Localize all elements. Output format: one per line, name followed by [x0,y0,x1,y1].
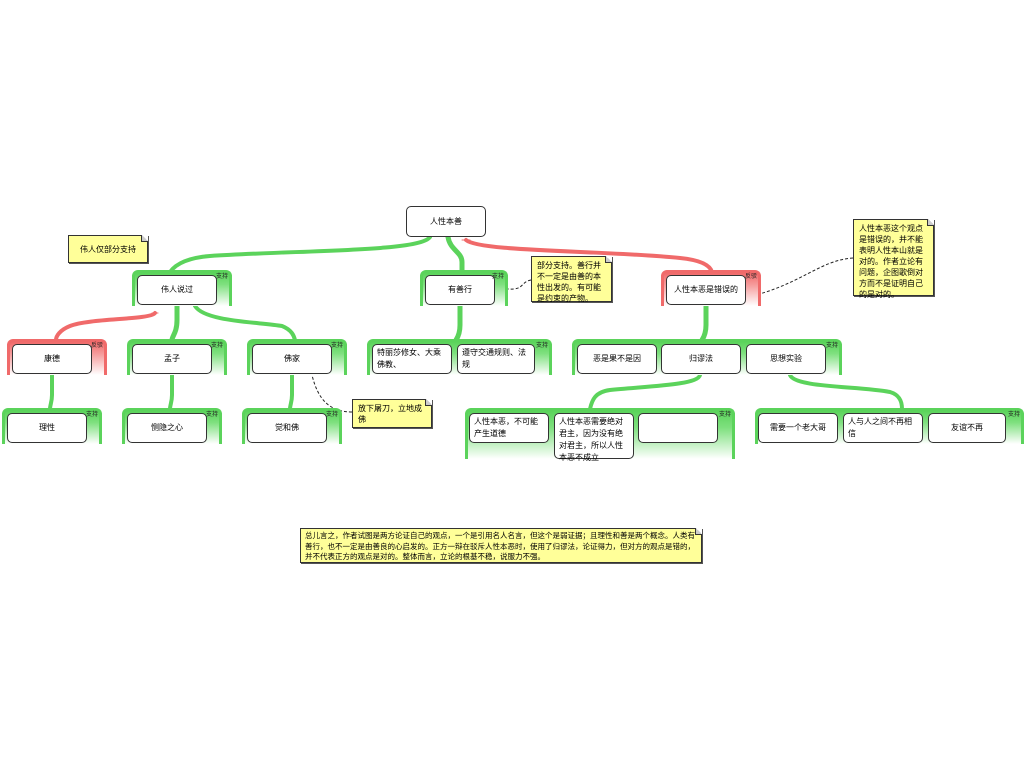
note-evil-wrong[interactable]: 人性本恶这个观点是错误的，并不能表明人性本山就是对的。作者立论有问题，企图歌倒对… [853,219,934,299]
claim-buddhism[interactable]: 佛家 [252,344,332,374]
note-link-good-deeds [507,279,532,290]
claim-reductio-1[interactable]: 人性本恶，不可能产生道德 [469,413,549,443]
note-summary[interactable]: 总儿言之，作者试图是两方论证自己的观点，一个是引用名人名言，但这个是弱证据；且理… [300,528,702,563]
claim-reductio-2[interactable]: 人性本恶需要绝对君主，因为没有绝对君主，所以人性本恶不成立 [554,413,634,462]
support-tag: 支持 [215,273,228,280]
link-mencius [169,303,180,343]
support-tag: 支持 [325,411,338,418]
link-buddhism-enlightenment [288,373,294,411]
note-great-men[interactable]: 伟人仅部分支持 [68,235,148,263]
note-link-evil-wrong [747,257,854,298]
oppose-tag: 反驳 [744,273,757,280]
support-tag: 支持 [205,411,218,418]
claim-evil-1[interactable]: 恶是果不是因 [577,344,657,374]
support-tag: 支持 [491,273,504,280]
link-evil-wrong [464,238,714,274]
claim-reductio-3-empty[interactable] [638,413,718,443]
claim-compassion[interactable]: 恻隐之心 [127,413,207,443]
link-deeds-children [453,303,463,343]
claim-thought-1[interactable]: 需要一个老大哥 [758,413,838,443]
support-tag: 支持 [330,342,343,349]
link-great-men [168,235,432,274]
claim-enlightenment[interactable]: 觉和佛 [247,413,327,443]
rebuttal-evil-wrong[interactable]: 人性本恶是错误的 [666,275,746,305]
reason-good-deeds[interactable]: 有善行 [425,275,495,305]
link-kant [54,311,157,342]
note-link-buddha [311,374,353,413]
claim-evil-3[interactable]: 思想实验 [746,344,826,374]
support-tag: 支持 [1007,411,1020,418]
claim-deeds-1[interactable]: 特丽莎修女、大乘佛教、 [372,344,452,374]
claim-reason[interactable]: 理性 [7,413,87,443]
claim-mencius[interactable]: 孟子 [132,344,212,374]
link-mencius-compassion [168,373,174,411]
link-good-deeds [445,234,465,275]
support-tag: 支持 [85,411,98,418]
support-tag: 支持 [718,411,731,418]
link-thought-children [788,373,904,411]
link-kant-reason [48,373,54,411]
link-evil-children [699,303,709,343]
reason-great-men[interactable]: 伟人说过 [137,275,217,305]
note-good-deeds[interactable]: 部分支持。善行并不一定是由善的本性出发的。有可能是约束的产物。 [531,256,612,303]
claim-deeds-2[interactable]: 遵守交通规则、法规 [457,344,535,374]
note-buddha[interactable]: 放下屠刀，立地成佛 [352,399,432,428]
claim-thought-3[interactable]: 友谊不再 [928,413,1006,443]
support-tag: 支持 [825,342,838,349]
root-claim[interactable]: 人性本善 [406,206,486,237]
claim-kant[interactable]: 康德 [12,344,92,374]
claim-evil-2[interactable]: 归谬法 [661,344,741,374]
support-tag: 支持 [210,342,223,349]
link-reductio-children [588,373,702,411]
oppose-tag: 反驳 [90,342,103,349]
support-tag: 支持 [535,342,548,349]
link-buddhism [193,304,297,342]
claim-thought-2[interactable]: 人与人之间不再相信 [843,413,923,443]
